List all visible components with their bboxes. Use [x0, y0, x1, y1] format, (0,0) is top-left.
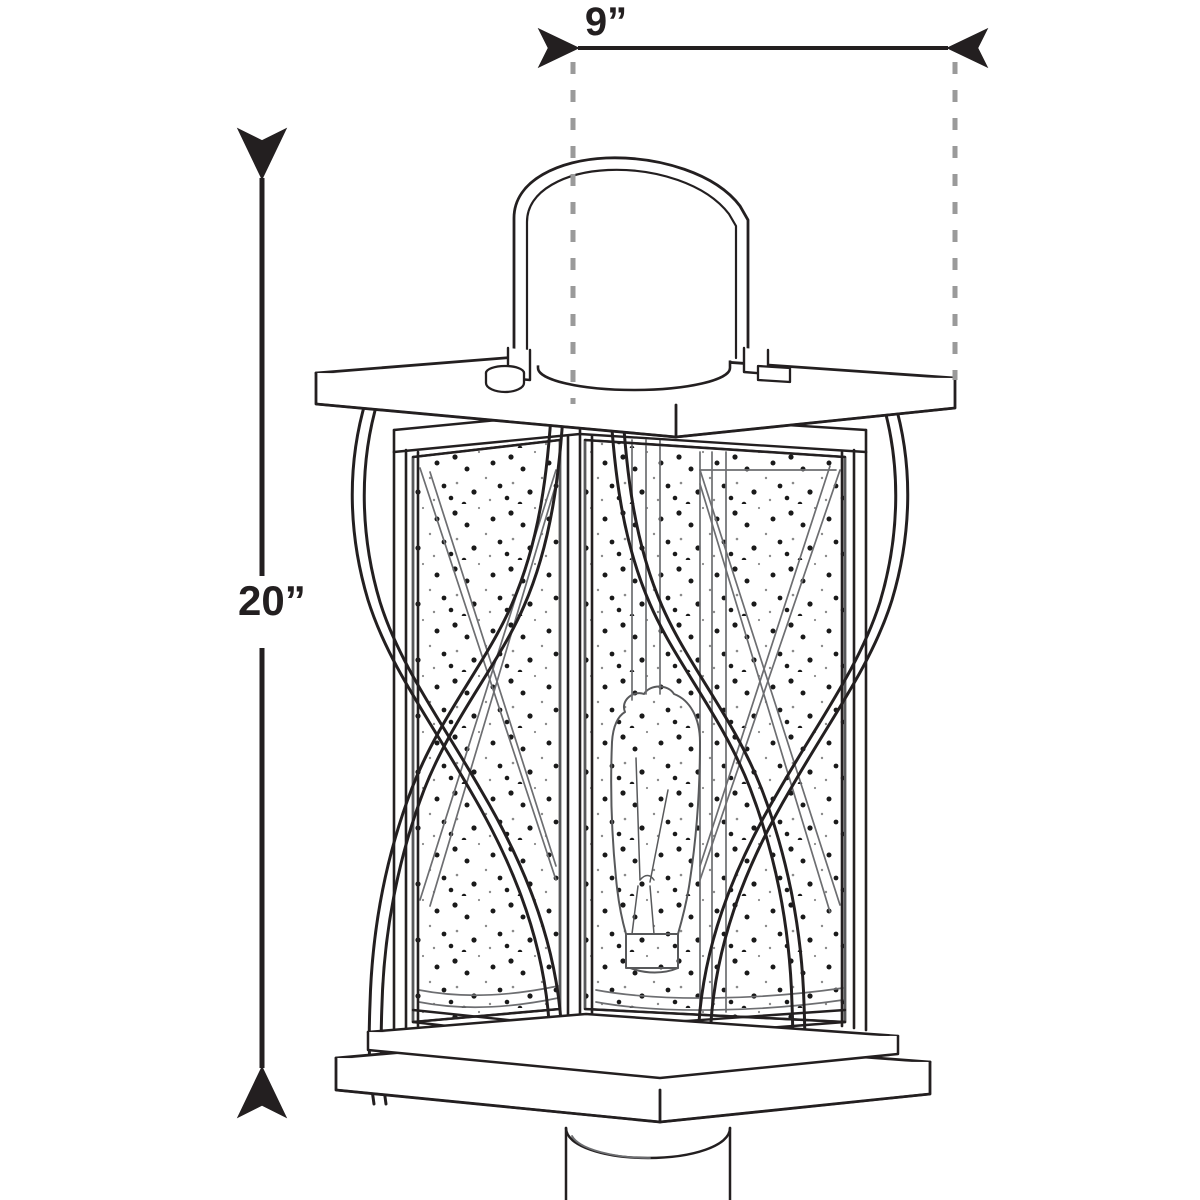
- corner-post-front: [566, 432, 594, 1038]
- cross-brace-left: [350, 398, 566, 1106]
- base-plate: [334, 1012, 932, 1124]
- corner-post-left: [392, 448, 420, 1032]
- height-dimension-label: 20”: [232, 576, 314, 626]
- cross-brace-right: [608, 398, 910, 1106]
- corner-post-right: [840, 448, 868, 1032]
- handle-bail: [506, 156, 770, 382]
- edison-bulb: [610, 685, 701, 974]
- post-collar: [564, 1126, 732, 1200]
- width-dimension-value: 9”: [584, 0, 628, 44]
- plate-stud-right: [756, 364, 792, 384]
- width-dimension-label: 9”: [0, 2, 1200, 42]
- plate-stud-left: [484, 364, 526, 394]
- dimension-guides: [570, 62, 958, 404]
